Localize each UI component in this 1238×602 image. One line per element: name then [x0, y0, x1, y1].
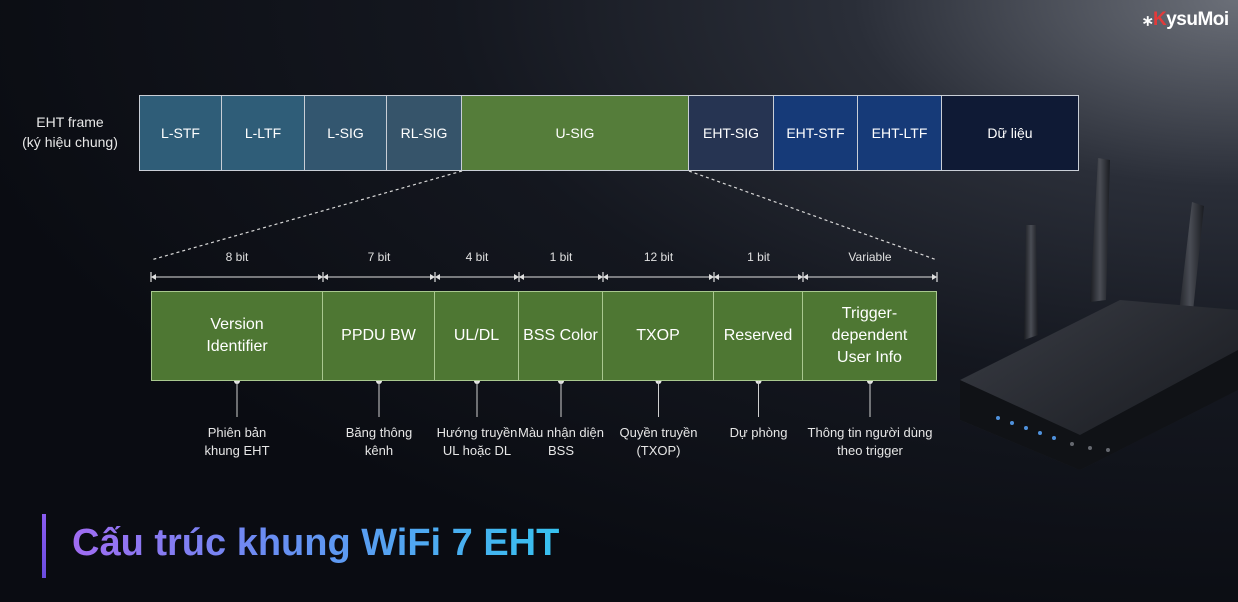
frame-cell-d-li-u: Dữ liệu: [942, 95, 1079, 171]
page-title: Cấu trúc khung WiFi 7 EHT: [72, 522, 560, 564]
bits-label-6: 1 bit: [747, 250, 770, 264]
bit-ruler-arrow-right-4: [598, 274, 603, 280]
bits-label-7: Variable: [848, 250, 892, 264]
field-desc-line2: (TXOP): [636, 443, 681, 458]
field-desc-line1: Thông tin người dùng: [807, 425, 933, 440]
bits-label-2: 7 bit: [367, 250, 391, 264]
frame-label: EHT frame (ký hiệu chung): [8, 112, 132, 152]
field-desc-line2: kênh: [364, 443, 394, 458]
frame-label-line2: (ký hiệu chung): [22, 134, 118, 150]
field-desc-line2: UL hoặc DL: [442, 443, 512, 458]
bit-ruler-arrow-right-5: [709, 274, 714, 280]
bit-ruler-arrow-left-0: [151, 274, 156, 280]
bits-label-5: 12 bit: [643, 250, 674, 264]
frame-cell-l-stf: L-STF: [139, 95, 222, 171]
usig-field-1: Version Identifier: [151, 291, 323, 381]
bit-ruler-arrow-left-3: [519, 274, 524, 280]
frame-cell-rl-sig: RL-SIG: [387, 95, 462, 171]
brand-name: ysuMoi: [1166, 9, 1229, 30]
frame-cell-l-sig: L-SIG: [305, 95, 387, 171]
bit-ruler-arrow-right-7: [932, 274, 937, 280]
frame-cell-eht-stf: EHT-STF: [774, 95, 858, 171]
bits-label-1: 8 bit: [225, 250, 249, 264]
bit-ruler-arrow-left-5: [714, 274, 719, 280]
frame-cell-u-sig: U-SIG: [462, 95, 689, 171]
usig-field-3: UL/DL: [435, 291, 519, 381]
usig-field-2: PPDU BW: [323, 291, 435, 381]
field-desc-line1: Hướng truyền: [436, 425, 518, 440]
brand-logo: ⁎KysuMoi: [1143, 8, 1229, 31]
field-desc-line1: Dự phòng: [729, 425, 788, 440]
bits-label-4: 1 bit: [549, 250, 573, 264]
field-desc-line1: Quyền truyền: [619, 425, 698, 440]
field-desc-7: Thông tin người dùng theo trigger: [808, 424, 933, 460]
usig-field-4: BSS Color: [519, 291, 603, 381]
field-desc-2: Băng thông kênh: [346, 424, 413, 460]
zoom-line-left: [150, 170, 463, 261]
bit-ruler-arrow-right-1: [318, 274, 323, 280]
field-desc-1: Phiên bản khung EHT: [204, 424, 269, 460]
bit-ruler-arrow-right-3: [514, 274, 519, 280]
frame-cell-l-ltf: L-LTF: [222, 95, 305, 171]
field-desc-5: Quyền truyền (TXOP): [619, 424, 697, 460]
title-accent-bar: [42, 514, 46, 578]
bit-ruler-arrow-left-1: [323, 274, 328, 280]
field-desc-line2: theo trigger: [837, 443, 903, 458]
field-desc-line1: Màu nhận diện: [517, 425, 605, 440]
frame-label-line1: EHT frame: [36, 114, 104, 130]
field-desc-line1: Băng thông: [345, 425, 413, 440]
bit-ruler-arrow-left-2: [435, 274, 440, 280]
frame-cell-eht-sig: EHT-SIG: [689, 95, 774, 171]
bit-ruler-arrow-left-4: [603, 274, 608, 280]
usig-field-7: Trigger-dependent User Info: [803, 291, 937, 381]
zoom-line-right: [688, 170, 938, 261]
router-icon: [960, 158, 1238, 470]
usig-field-5: TXOP: [603, 291, 714, 381]
field-desc-line2: BSS: [547, 443, 575, 458]
bit-ruler-arrow-left-6: [803, 274, 808, 280]
field-desc-3: Hướng truyền UL hoặc DL: [437, 424, 518, 460]
brand-k: K: [1153, 9, 1167, 30]
usig-field-6: Reserved: [714, 291, 803, 381]
bit-ruler-arrow-right-2: [430, 274, 435, 280]
field-desc-line1: Phiên bản: [207, 425, 267, 440]
bits-label-3: 4 bit: [465, 250, 489, 264]
frame-cell-eht-ltf: EHT-LTF: [858, 95, 942, 171]
field-desc-line2: khung EHT: [204, 443, 270, 458]
bit-ruler-arrow-right-6: [798, 274, 803, 280]
field-desc-6: Dự phòng: [730, 424, 788, 442]
brand-star: ⁎: [1143, 9, 1153, 30]
